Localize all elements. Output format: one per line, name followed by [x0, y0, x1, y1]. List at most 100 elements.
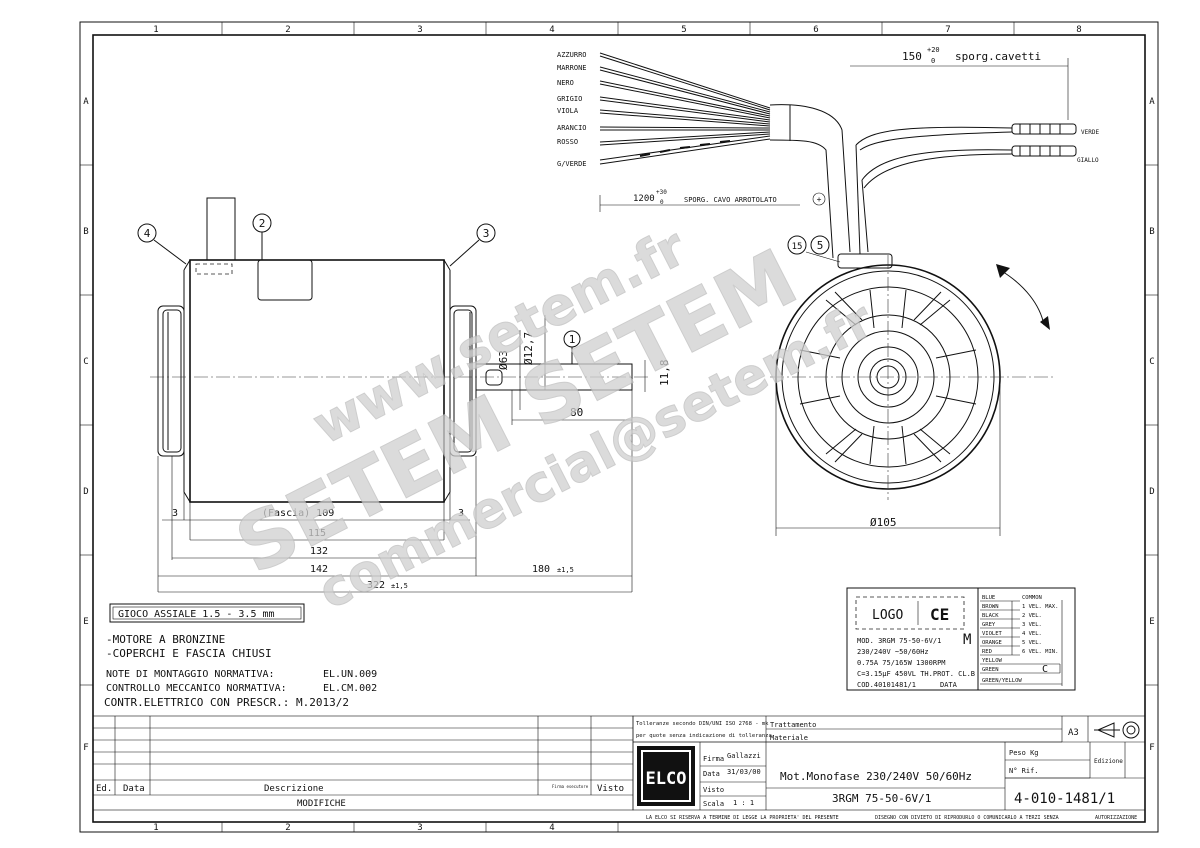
- wire-color: BLACK: [982, 613, 999, 619]
- balloon-15: 15: [792, 242, 803, 252]
- dim-142: 142: [310, 564, 328, 575]
- label-row: C=3.15μF 450VL TH.PROT. CL.B: [857, 670, 975, 678]
- wire-label-right: GIALLO: [1077, 157, 1099, 164]
- wire-label: ROSSO: [557, 138, 578, 146]
- rev-col-descr: Descrizione: [264, 784, 324, 794]
- row-label: A: [83, 97, 89, 107]
- wire-label: MARRONE: [557, 64, 587, 72]
- dim-tolerance: +30: [656, 189, 667, 196]
- row-label: E: [1149, 617, 1154, 627]
- label-data: DATA: [940, 681, 958, 689]
- drawing-frame: 1 2 3 4 5 6 7 8 1 2 3 4 A B C D E F A B …: [79, 21, 1159, 833]
- dim-shaft-length: 80: [570, 406, 583, 419]
- ce-mark: CE: [930, 605, 949, 624]
- data-value: 31/03/00: [727, 768, 761, 776]
- wire-color: RED: [982, 649, 992, 655]
- row-label: B: [83, 227, 88, 237]
- company-logo-text: ELCO: [646, 769, 687, 789]
- row-label: D: [83, 487, 88, 497]
- dim-front-diameter: Ø105: [870, 516, 897, 529]
- col-label: 4: [549, 823, 554, 833]
- capacitor-symbol: C: [1042, 664, 1048, 675]
- dim-tolerance: ±1,5: [557, 566, 574, 574]
- wire-function: 1 VEL. MAX.: [1022, 604, 1058, 610]
- wire-color: BROWN: [982, 604, 999, 610]
- rev-col-ed: Ed.: [96, 784, 112, 794]
- label-row: MOD. 3RGM 75-50-6V/1: [857, 637, 941, 645]
- firma-value: Gallazzi: [727, 752, 761, 760]
- col-label: 2: [285, 823, 290, 833]
- tolerance-note: per quote senza indicazione di tolleranz…: [636, 733, 772, 739]
- row-label: E: [83, 617, 88, 627]
- label-plate: LOGO CE MOD. 3RGM 75-50-6V/1 230/240V ~5…: [846, 587, 1076, 691]
- notes-block: GIOCO ASSIALE 1.5 - 3.5 mm -MOTORE A BRO…: [104, 603, 377, 709]
- col-label: 5: [681, 25, 686, 35]
- rev-col-visto: Visto: [597, 784, 624, 794]
- label-logo: LOGO: [872, 608, 903, 623]
- motor-symbol: M: [963, 632, 971, 648]
- wire-function: 5 VEL.: [1022, 640, 1042, 646]
- plus-icon: +: [817, 195, 822, 204]
- row-label: C: [83, 357, 88, 367]
- note-line: CONTR.ELETTRICO CON PRESCR.: M.2013/2: [104, 696, 349, 709]
- wire-label: ARANCIO: [557, 124, 587, 132]
- dim-flat: 11,8: [658, 360, 671, 387]
- dim-tolerance: +20: [927, 46, 940, 54]
- col-label: 3: [417, 25, 422, 35]
- note-line: NOTE DI MONTAGGIO NORMATIVA:: [106, 669, 275, 680]
- wire-color: BLUE: [982, 595, 995, 601]
- firma-label: Firma: [703, 755, 724, 763]
- modifiche-label: MODIFICHE: [297, 799, 346, 809]
- scala-label: Scala: [703, 800, 724, 808]
- col-label: 7: [945, 25, 950, 35]
- note-line: -MOTORE A BRONZINE: [106, 633, 225, 646]
- wire-color: GREY: [982, 622, 996, 628]
- row-label: D: [1149, 487, 1154, 497]
- col-label: 6: [813, 25, 818, 35]
- dim-diameter: Ø12,7: [522, 332, 535, 365]
- scala-value: 1 : 1: [733, 799, 754, 807]
- drawing-subtitle: 3RGM 75-50-6V/1: [832, 792, 931, 805]
- wire-function: 4 VEL.: [1022, 631, 1042, 637]
- dim-cover: 3: [172, 508, 178, 519]
- dim-tolerance: 0: [660, 199, 664, 206]
- trattamento-label: Trattamento: [770, 721, 816, 729]
- dim-cable-length: 150: [902, 50, 922, 63]
- footer-note: LA ELCO SI RISERVA A TERMINE DI LEGGE LA…: [646, 815, 839, 821]
- footer-note: AUTORIZZAZIONE: [1095, 815, 1137, 821]
- balloon-4: 4: [144, 227, 151, 240]
- note-line: -COPERCHI E FASCIA CHIUSI: [106, 647, 272, 660]
- col-label: 4: [549, 25, 554, 35]
- dim-132: 132: [310, 546, 328, 557]
- peso-label: Peso Kg: [1009, 749, 1039, 757]
- balloon-3: 3: [483, 227, 490, 240]
- wire-color: GREEN/YELLOW: [982, 678, 1022, 684]
- col-label: 8: [1076, 25, 1081, 35]
- row-label: A: [1149, 97, 1155, 107]
- wire-color: YELLOW: [982, 658, 1003, 664]
- dim-note: SPORG. CAVO ARROTOLATO: [684, 196, 777, 204]
- balloon-2: 2: [259, 217, 266, 230]
- note-line: EL.UN.009: [323, 669, 377, 680]
- motor-front-view: Ø105 15 5: [770, 235, 1055, 536]
- col-label: 1: [153, 25, 158, 35]
- dim-tolerance: ±1,5: [391, 582, 408, 590]
- edizione-label: Edizione: [1094, 758, 1123, 765]
- label-row: COD.40101481/1: [857, 681, 916, 689]
- dim-diameter: Ø63: [497, 350, 510, 370]
- dim-115: 115: [308, 528, 326, 539]
- wire-label: NERO: [557, 79, 574, 87]
- row-label: B: [1149, 227, 1154, 237]
- nrif-label: N° Rif.: [1009, 767, 1039, 775]
- balloon-1: 1: [569, 333, 576, 346]
- materiale-label: Materiale: [770, 734, 808, 742]
- wire-color: GREEN: [982, 667, 999, 673]
- drawing-title: Mot.Monofase 230/240V 50/60Hz: [780, 770, 972, 783]
- dim-cable-rolled: 1200: [633, 194, 655, 204]
- dim-note: sporg.cavetti: [955, 50, 1041, 63]
- row-label: F: [1149, 743, 1154, 753]
- footer-note: DISEGNO CON DIVIETO DI RIPRODURLO O COMU…: [875, 815, 1059, 821]
- wire-function: 2 VEL.: [1022, 613, 1042, 619]
- wire-function: COMMON: [1022, 595, 1042, 601]
